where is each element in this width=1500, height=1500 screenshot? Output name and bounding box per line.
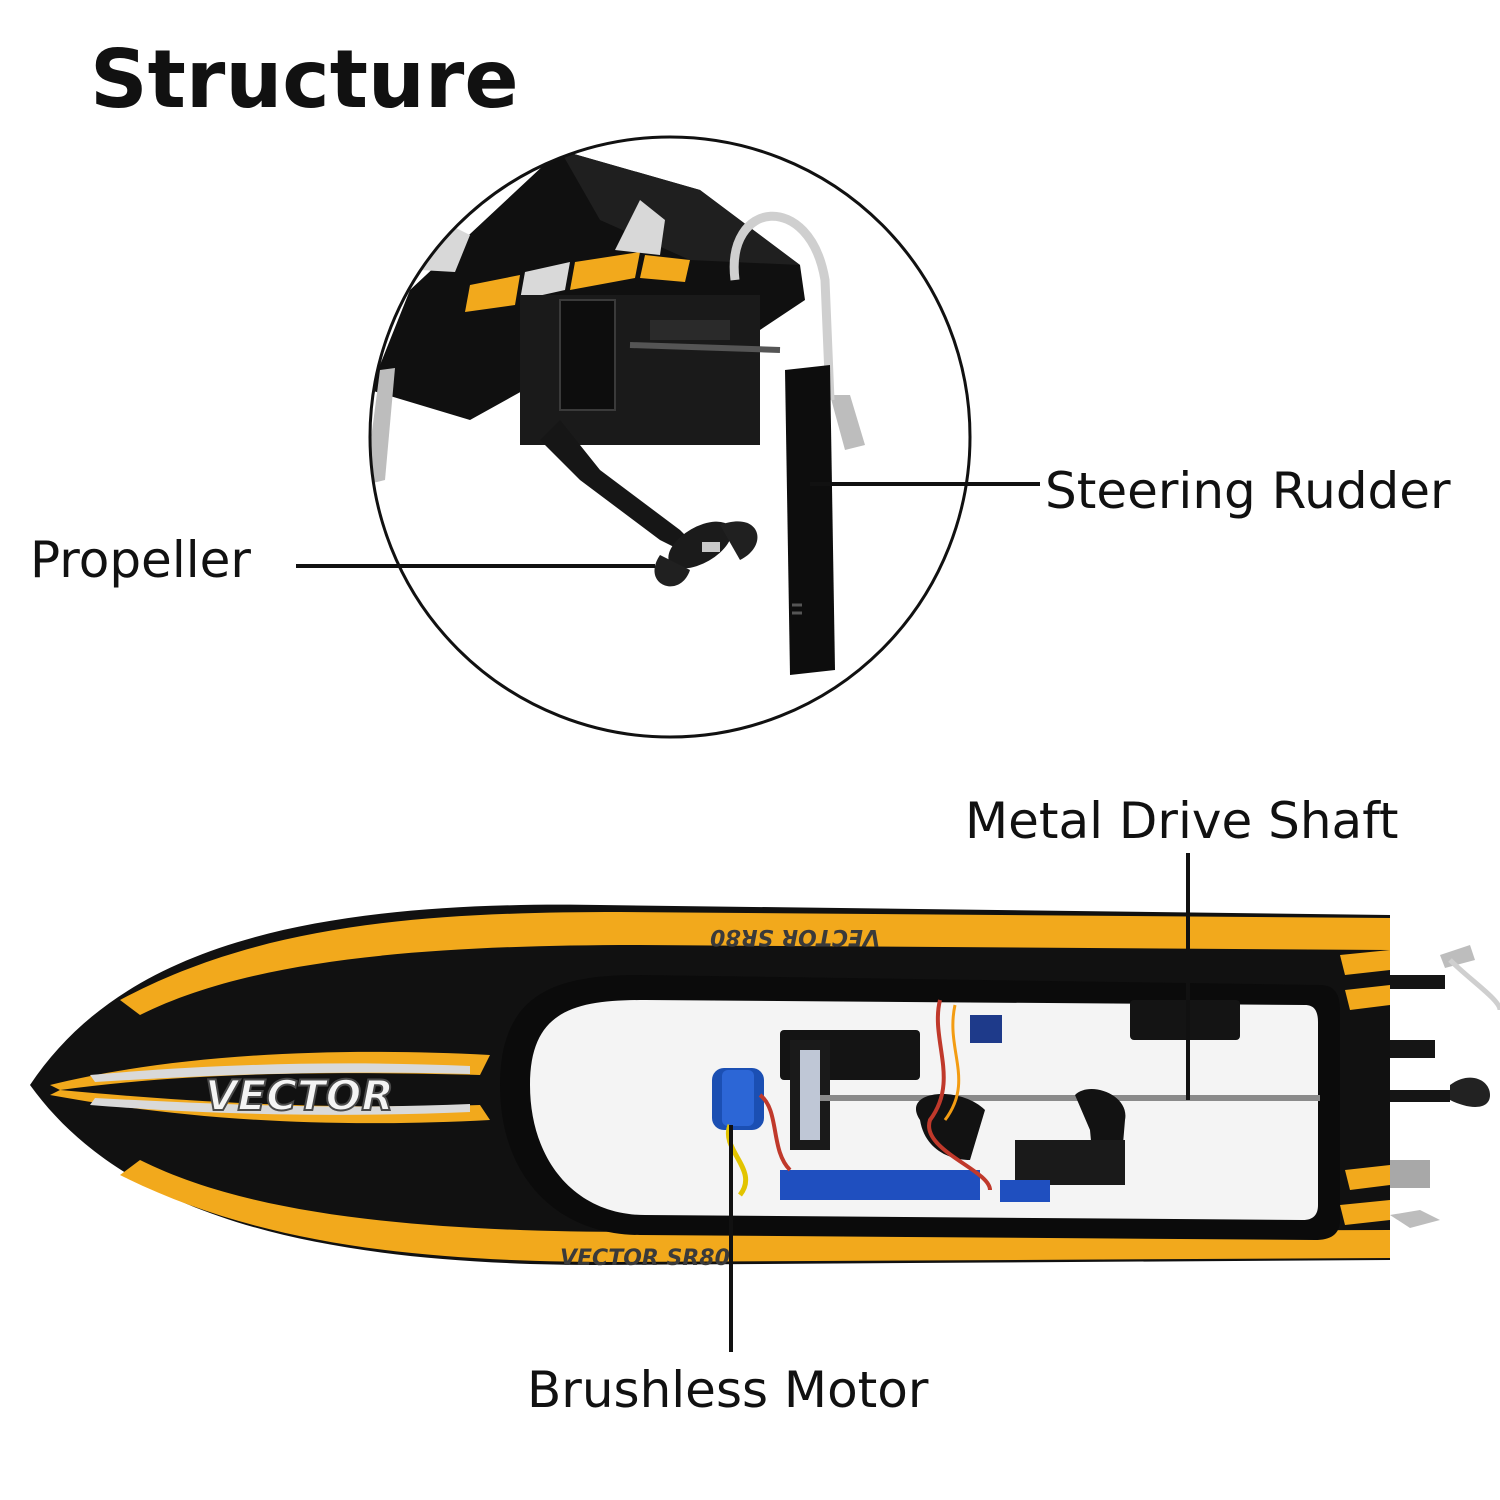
hull-side-text-bottom: VECTOR SR80 <box>560 1246 730 1271</box>
label-propeller: Propeller <box>30 531 251 589</box>
label-metal-drive-shaft: Metal Drive Shaft <box>965 792 1399 850</box>
rear-detail-view <box>368 135 972 739</box>
page-title: Structure <box>90 33 519 126</box>
hull-logo-text: VECTOR <box>205 1071 394 1120</box>
label-steering-rudder: Steering Rudder <box>1045 462 1451 520</box>
label-brushless-motor: Brushless Motor <box>527 1361 929 1419</box>
hull-side-text-top: VECTOR SR80 <box>710 924 880 949</box>
boat-top-view: VECTOR SR80 VECTOR SR80 VECTOR <box>30 904 1500 1271</box>
